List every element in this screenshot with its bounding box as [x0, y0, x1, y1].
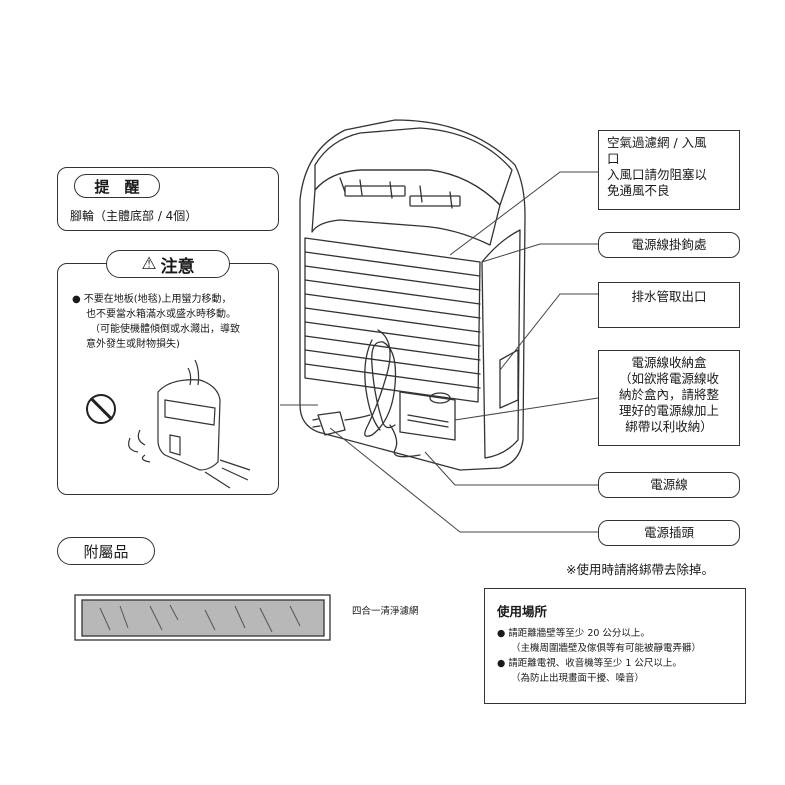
reminder-box: 提 醒 腳輪（主體底部 / 4個）: [57, 167, 279, 231]
callout-air-filter: 空氣過濾網 / 入風 口 入風口請勿阻塞以 免通風不良: [598, 130, 740, 210]
caution-line-1: 不要在地板(地毯)上用蠻力移動，: [72, 292, 277, 307]
usage-heading: 使用場所: [497, 604, 548, 619]
cord-box-line-3: 納於盒內，請將整: [618, 387, 719, 402]
callout-power-plug: 電源插頭: [598, 520, 740, 546]
caution-illustration: [128, 359, 251, 489]
prohibited-icon: [86, 394, 116, 424]
filter-label: 四合一清淨濾網: [352, 606, 419, 617]
reminder-heading: 提 醒: [74, 174, 160, 198]
callout-power-cord: 電源線: [598, 472, 740, 498]
caution-line-4: 意外發生或財物損失): [86, 339, 180, 350]
air-filter-line-1: 空氣過濾網 / 入風: [607, 135, 707, 150]
usage-location-box: 使用場所 請距離牆壁等至少 20 公分以上。 （主機周圍牆壁及傢俱等有可能被靜電…: [484, 588, 746, 704]
usage-item-2-note: （為防止出現畫面干擾、噪音）: [511, 673, 645, 684]
callout-cord-hook: 電源線掛鉤處: [598, 232, 740, 258]
callout-cord-box: 電源線收納盒 （如欲將電源線收 納於盒內，請將整 理好的電源線加上 綁帶以利收納…: [598, 350, 740, 446]
power-plug-drawing: [317, 411, 346, 436]
cord-box-line-1: 電源線收納盒: [631, 355, 707, 370]
cord-box-line-2: （如欲將電源線收: [618, 371, 719, 386]
usage-item-2: 請距離電視、收音機等至少 1 公尺以上。: [497, 656, 733, 671]
cord-box-line-5: 綁帶以利收納）: [625, 419, 713, 434]
callout-drain: 排水管取出口: [598, 282, 740, 328]
caution-line-3: （可能使機體傾倒或水濺出，導致: [90, 324, 240, 335]
reminder-text: 腳輪（主體底部 / 4個）: [70, 209, 198, 223]
caution-line-2: 也不要當水箱滿水或盛水時移動。: [86, 309, 236, 320]
caution-heading-text: 注意: [160, 256, 195, 277]
caution-heading: ⚠ 注意: [106, 250, 230, 278]
accessories-heading-text: 附屬品: [83, 542, 129, 561]
drain-text: 排水管取出口: [631, 289, 707, 304]
accessories-heading: 附屬品: [57, 537, 155, 565]
air-filter-line-4: 免通風不良: [607, 183, 670, 198]
cord-box-line-4: 理好的電源線加上: [618, 403, 719, 418]
air-filter-line-2: 口: [607, 151, 620, 166]
caution-box: ⚠ 注意 不要在地板(地毯)上用蠻力移動， 也不要當水箱滿水或盛水時移動。 （可…: [57, 250, 279, 495]
reminder-heading-text: 提 醒: [94, 177, 140, 196]
usage-item-1: 請距離牆壁等至少 20 公分以上。: [497, 626, 733, 641]
caution-text: 不要在地板(地毯)上用蠻力移動， 也不要當水箱滿水或盛水時移動。 （可能使機體傾…: [72, 292, 277, 352]
power-cord-coil: [364, 329, 397, 437]
power-cord-text: 電源線: [650, 477, 688, 492]
usage-note: ※使用時請將綁帶去除掉。: [566, 562, 714, 577]
warning-triangle-icon: ⚠: [141, 254, 157, 274]
cord-hook-text: 電源線掛鉤處: [631, 237, 707, 252]
dehumidifier-body: [299, 119, 526, 471]
control-panel: [311, 169, 501, 246]
usage-item-1-note: （主機周圍牆壁及傢俱等有可能被靜電弄髒）: [511, 643, 702, 654]
air-filter-line-3: 入風口請勿阻塞以: [607, 167, 708, 182]
power-plug-text: 電源插頭: [643, 525, 694, 540]
